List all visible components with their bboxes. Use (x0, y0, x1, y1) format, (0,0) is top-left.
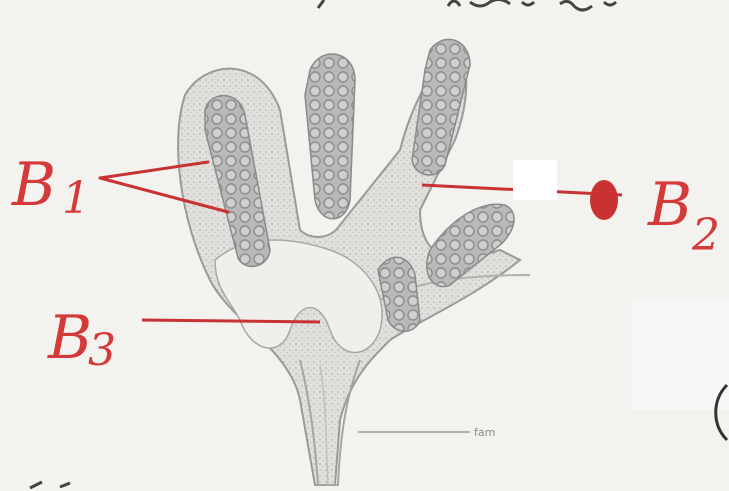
label-b3: B 3 (47, 303, 116, 376)
svg-text:B: B (47, 303, 92, 373)
lobe-center (305, 54, 355, 219)
label-b2: B 2 (647, 170, 720, 261)
top-scribble (318, 0, 616, 10)
b3-pointer (142, 320, 320, 322)
svg-text:B: B (11, 150, 56, 220)
svg-text:1: 1 (62, 173, 90, 224)
redaction-box-bottom (632, 300, 729, 410)
bottom-marks (30, 482, 70, 488)
b2-ink-blot (590, 180, 618, 220)
label-b1: B 1 (11, 150, 90, 224)
svg-text:2: 2 (691, 210, 720, 261)
redaction-box-top (513, 160, 557, 200)
svg-text:3: 3 (88, 325, 116, 376)
svg-text:B: B (647, 170, 692, 240)
fam-label: fam (474, 426, 495, 439)
